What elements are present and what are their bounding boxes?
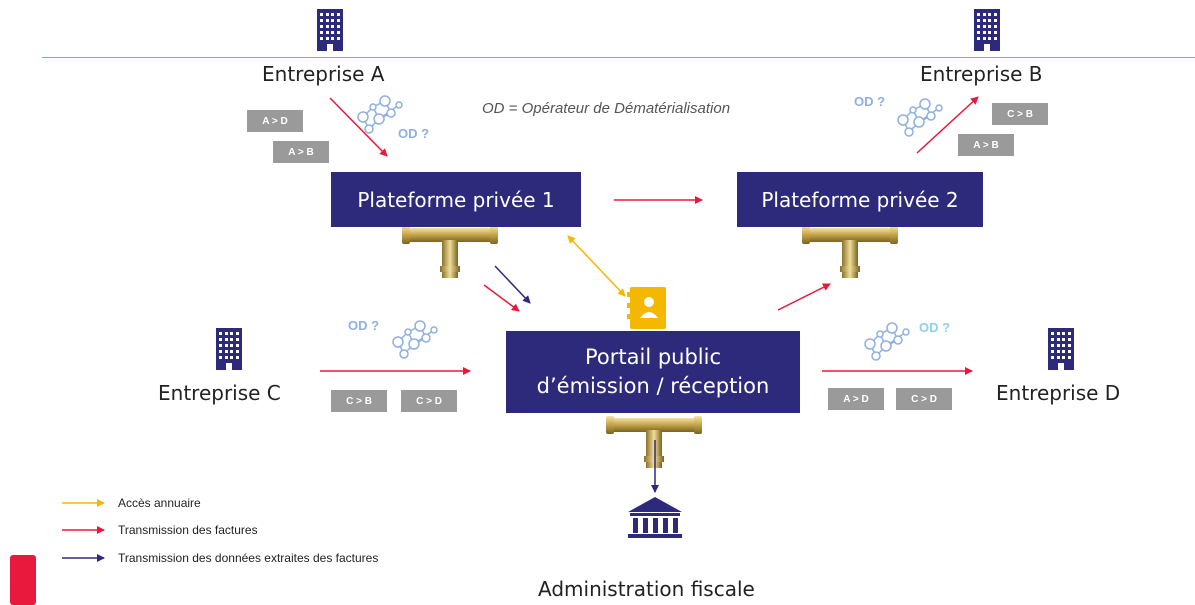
od-definition: OD = Opérateur de Dématérialisation <box>482 100 731 117</box>
flow-tag-a-to-b: A > B <box>273 141 329 163</box>
building-icon-b <box>974 9 1000 51</box>
company-a-label: Entreprise A <box>262 62 385 86</box>
flow-tag-a-to-d: A > D <box>247 110 303 132</box>
flow-tag-c-to-b-2: C > B <box>331 390 387 412</box>
network-icon-b <box>897 98 943 137</box>
directory-icon <box>627 287 666 329</box>
network-icon-c <box>392 320 438 359</box>
pipe-tee-icon-1 <box>402 226 498 278</box>
flow-tag-a-to-b-2: A > B <box>958 134 1014 156</box>
flow-tag-c-to-d-2: C > D <box>896 388 952 410</box>
company-b-label: Entreprise B <box>920 62 1043 86</box>
flow-tag-c-to-b: C > B <box>992 103 1048 125</box>
legend-label-data: Transmission des données extraites des f… <box>118 551 379 565</box>
public-portal-label-line2: d’émission / réception <box>536 374 770 398</box>
bank-icon <box>628 497 682 538</box>
company-d-label: Entreprise D <box>996 381 1121 405</box>
pipe-tee-icon-portal <box>606 416 702 468</box>
building-icon-a <box>317 9 343 51</box>
private-platform-1: Plateforme privée 1 <box>331 172 581 227</box>
private-platform-1-label: Plateforme privée 1 <box>357 187 555 212</box>
company-c-label: Entreprise C <box>158 381 281 405</box>
private-platform-2: Plateforme privée 2 <box>737 172 983 227</box>
private-platform-2-label: Plateforme privée 2 <box>761 187 959 212</box>
public-portal-label-line1: Portail public <box>584 345 722 369</box>
arrow-a-to-private1 <box>329 97 388 157</box>
side-marker <box>10 555 36 605</box>
legend-label-invoices: Transmission des factures <box>118 523 258 537</box>
flow-tag-a-to-d-2: A > D <box>828 388 884 410</box>
od-label-a: OD ? <box>398 126 430 141</box>
pipe-tee-icon-2 <box>802 226 898 278</box>
arrow-data-private1-to-portal <box>494 265 531 304</box>
tax-administration-label: Administration fiscale <box>538 577 755 601</box>
od-label-c: OD ? <box>348 318 380 333</box>
network-icon-d <box>864 322 910 361</box>
public-portal: Portail public d’émission / réception <box>506 331 800 413</box>
od-label-b: OD ? <box>854 94 886 109</box>
arrow-private2-to-b <box>916 96 979 154</box>
od-label-d: OD ? <box>919 320 951 335</box>
arrow-directory-access <box>567 235 626 297</box>
building-icon-c <box>216 328 242 370</box>
arrow-private1-to-portal <box>483 284 520 312</box>
building-icon-d <box>1048 328 1074 370</box>
legend-label-directory: Accès annuaire <box>118 496 201 510</box>
arrow-portal-to-private2 <box>777 283 831 311</box>
network-icon-a <box>357 95 403 134</box>
header-divider <box>42 57 1195 58</box>
flow-tag-c-to-d: C > D <box>401 390 457 412</box>
